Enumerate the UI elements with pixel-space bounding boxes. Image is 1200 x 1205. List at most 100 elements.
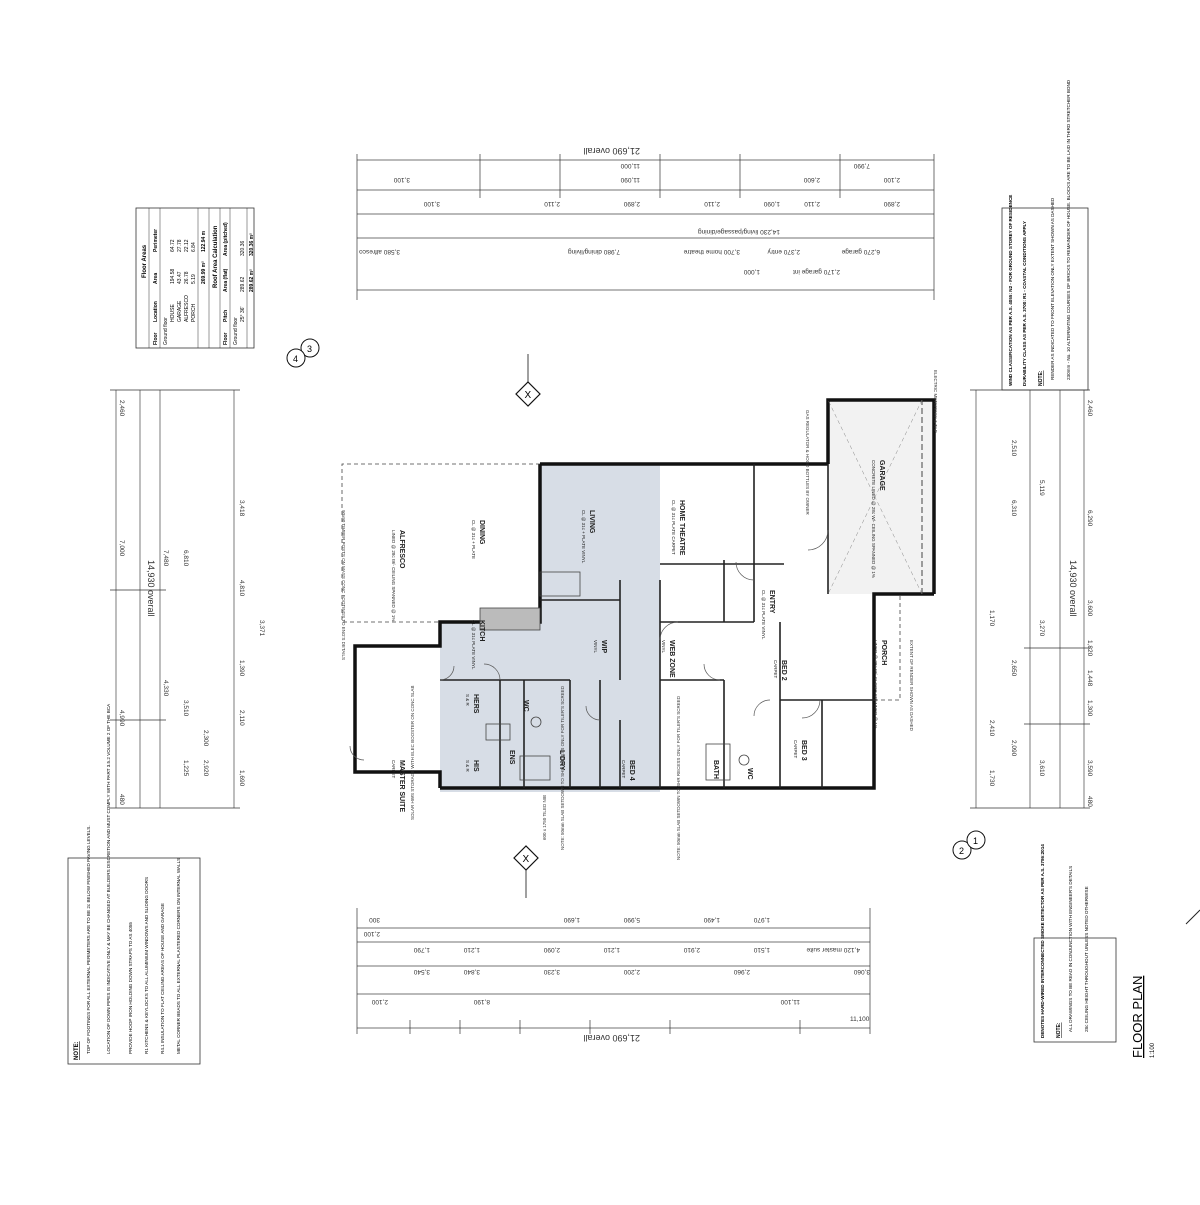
ld-i8: 3,418 (238, 500, 245, 517)
bd-r4-1: 1,490 (703, 916, 720, 923)
section-marker-bottom-label: X (523, 854, 530, 865)
room-dining-note: CL @ 31c + PLATE (471, 520, 476, 559)
notes-left-4: R1 KITCHENS & KEYLOCKS TO ALL ALUMINIUM … (144, 877, 149, 1054)
td-r3-5: 1,090 (763, 200, 780, 207)
room-web-note: VINYL (661, 640, 666, 654)
room-bed2: BED 2 (780, 660, 787, 681)
room-ldry: L'DRY (558, 750, 565, 771)
room-wc-2: WC (746, 768, 753, 780)
kitchen-bench (539, 571, 581, 597)
bd-r2-3: 3,230 (543, 968, 560, 975)
notes-left-title: NOTE: (74, 1041, 80, 1060)
fa-r4c3: 6.84 (191, 242, 197, 252)
fa-r1c2: 194.58 (170, 268, 176, 284)
rd-i8: 2,090 (1010, 740, 1017, 757)
slab-note-1: NOTE: 50mm SLAB SETDOWN TO SHR RECESS ON… (560, 685, 565, 850)
room-wip: WIP (600, 640, 607, 654)
rd-o0: 2,460 (1086, 400, 1093, 417)
notes-right-2: 230mm - No. 10 ALTERNATING COURSES OF BR… (1066, 79, 1071, 380)
elev-bottom-b: 1 (973, 836, 978, 846)
garage-diag-2 (827, 399, 923, 595)
rd-o4: 1,448 (1086, 670, 1093, 687)
fa-r4c2: 5.19 (191, 274, 197, 284)
td-r1-1: 11,090 (620, 176, 640, 183)
fa-r3c2: 26.78 (184, 271, 190, 284)
ld-i9: 3,371 (258, 620, 265, 637)
ra-total: 289.62 m² (249, 269, 255, 292)
alfresco-outline (341, 463, 540, 623)
bd-r3-2: 2,100 (371, 998, 388, 1005)
living-zone-shading (440, 464, 660, 792)
bottom-dim-text: 21,690 overall 11,100 11,100 8,190 2,100… (363, 916, 870, 1043)
bd-r1-2: 1,510 (753, 946, 770, 953)
bd-r3-0b: 11,100 (780, 998, 800, 1005)
room-garage: GARAGE (878, 460, 885, 491)
rd-o5: 1,300 (1086, 700, 1093, 717)
shower (519, 755, 551, 781)
side-dimension-strings (110, 389, 1090, 809)
title-block: FLOOR PLAN 1:100 (1130, 976, 1156, 1058)
ld-i12: 1,690 (238, 770, 245, 787)
bd-r1-5: 2,090 (543, 946, 560, 953)
external-walls (353, 398, 936, 790)
ld-i4: 2,300 (202, 730, 209, 747)
notes-left-1: TOP OF FOOTINGS FOR ALL EXTERNAL PERIMET… (86, 825, 91, 1054)
fa-r0c0: Ground floor (163, 317, 169, 345)
durability-class: DURABILITY CLASS AS PER A.S. 3700: R1 - … (1022, 221, 1027, 386)
kitchen-island (479, 607, 541, 631)
elev-top-a: 3 (307, 344, 312, 354)
bd-r4-2: 1,690 (563, 916, 580, 923)
ra-h1: Pitch (223, 310, 229, 322)
fa-r2c3: 27.78 (177, 239, 183, 252)
rd-i4: 3,270 (1038, 620, 1045, 637)
ld-i7: 4,810 (238, 580, 245, 597)
room-hers-note: S & R (465, 694, 470, 707)
bd-r1-8: 2,100 (363, 930, 380, 937)
section-marker-top: X (515, 354, 541, 407)
room-bed3: BED 3 (800, 740, 807, 761)
room-living: LIVING (588, 510, 595, 534)
td-r5-0: 1,000 (743, 268, 760, 275)
overall-width-bottom: 21,690 overall (583, 1033, 640, 1043)
ra-h2: Area (flat) (223, 268, 229, 292)
fa-r1c3: 64.72 (170, 239, 176, 252)
overall-width-top: 21,690 overall (583, 146, 640, 156)
room-ens: ENS (508, 750, 515, 765)
room-alfresco-note: LINED @ 28c W/- CEILING SPANNED @ 1% (391, 530, 396, 621)
td-r2-0: 11,000 (620, 162, 640, 169)
room-entry: ENTRY (768, 590, 775, 614)
gas-note: GAS REGULATOR & HOOD BOTTLES BY OWNER (805, 410, 810, 516)
floor-areas-table: Floor Areas Floor Location Area Perimete… (135, 207, 255, 349)
vanity (485, 723, 511, 741)
bathtub (705, 743, 731, 781)
td-r4-0: 14,230 living/passage/dining (698, 228, 780, 235)
side-dim-text: 14,930 overall 2,460 7,000 4,990 480 7,4… (118, 400, 1093, 807)
elevation-callout-bottom: 2 1 (952, 830, 986, 860)
meterbox-note: ELECTRIC METERBOX & TAP (933, 370, 938, 433)
ra-r1c2: 289.62 (240, 276, 246, 292)
room-bed4-note: CARPET (621, 760, 626, 779)
room-wip-note: VINYL (593, 640, 598, 654)
north-arrow-fragment (1185, 909, 1200, 925)
notes-rb-1: ALL DRAWINGS TO BE READ IN CONJUNCTION W… (1068, 866, 1073, 1032)
roof-areas-title: Roof Area Calculation (213, 225, 219, 288)
bd-r1-7: 1,790 (413, 946, 430, 953)
ra-h0: Floor (223, 332, 229, 345)
fa-h0: Floor (153, 332, 159, 345)
bd-r1-1: 4,120 master suite (806, 946, 860, 953)
room-bath: BATH (712, 760, 719, 779)
fa-r2c1: GARAGE (177, 300, 183, 322)
td-r3-4: 2,110 (704, 200, 720, 207)
fa-r3c3: 22.12 (184, 239, 190, 252)
rd-i2: 2,510 (1010, 440, 1017, 457)
room-bed2-note: CARPET (773, 660, 778, 679)
fa-total: 269.99 m² (201, 261, 207, 284)
td-r4-2: 7,980 dining/living (568, 248, 620, 255)
bd-r1-6: 1,210 (463, 946, 480, 953)
fa-r3c1: ALFRESCO (184, 295, 190, 322)
room-porch-note: LINED @ 28c W/- FLOOR SPANNED @ 1% (873, 640, 878, 729)
elev-bottom-a: 2 (959, 846, 964, 856)
fa-r1c1: HOUSE (170, 304, 176, 322)
rd-i5: 2,650 (1010, 660, 1017, 677)
ld-i1: 6,810 (182, 550, 189, 567)
